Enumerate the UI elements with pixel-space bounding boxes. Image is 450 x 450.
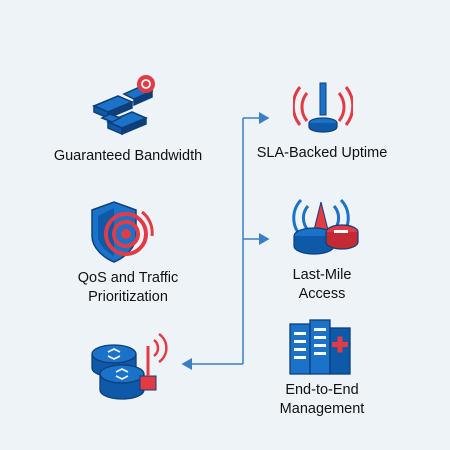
label-line: QoS and Traffic [77, 270, 179, 286]
label-line: Guaranteed Bandwidth [53, 148, 203, 164]
feature-label: SLA-Backed Uptime [222, 144, 422, 163]
label-line: Access [298, 286, 346, 302]
label-line: SLA-Backed Uptime [256, 145, 388, 161]
feature-label: Guaranteed Bandwidth [28, 147, 228, 166]
feature-label: End-to-End Management [222, 381, 422, 419]
label-line: Prioritization [88, 289, 168, 305]
antenna-icon [293, 82, 353, 133]
label-line: End-to-End [285, 382, 359, 398]
feature-label: QoS and Traffic Prioritization [28, 269, 228, 307]
label-line: Management [279, 401, 365, 417]
feature-label: Last-Mile Access [222, 266, 422, 304]
label-line: Last-Mile [292, 267, 352, 283]
shield-router-icon [91, 201, 154, 263]
wireless-router-icon [292, 198, 359, 255]
router-stack-icon [91, 332, 168, 400]
management-building-icon [289, 319, 351, 375]
server-blocks-icon [92, 75, 155, 136]
